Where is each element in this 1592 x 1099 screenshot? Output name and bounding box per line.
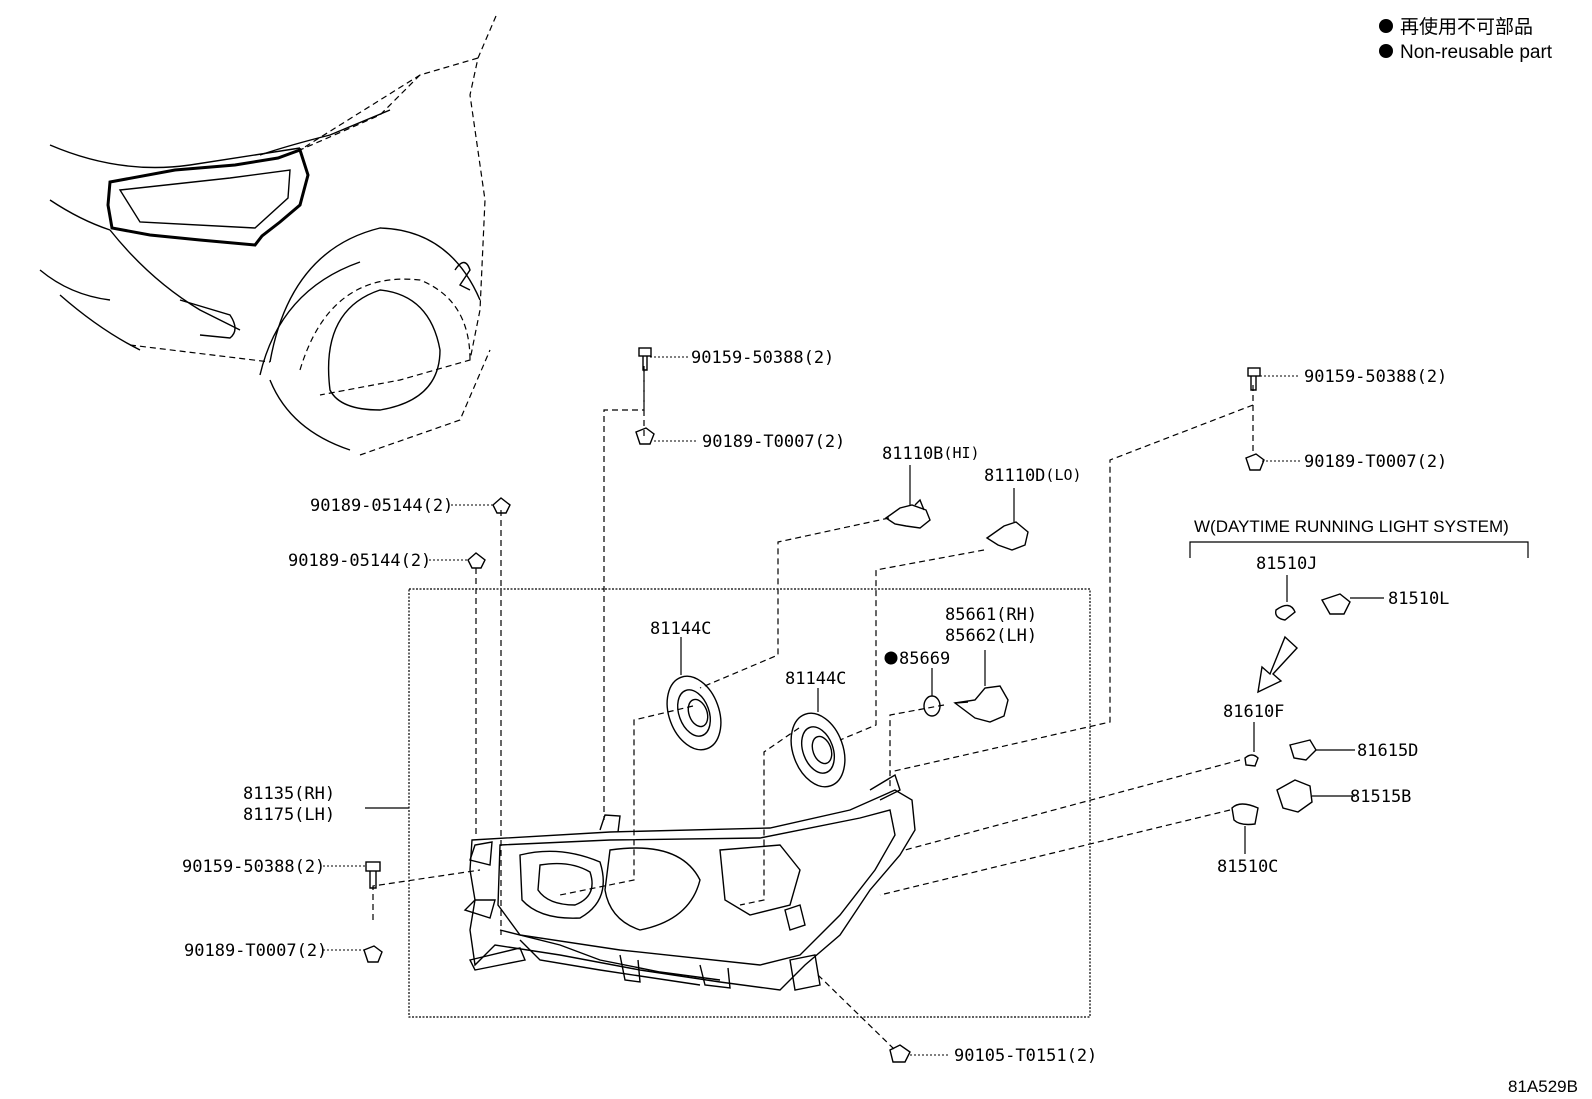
- bolt-icon: [638, 347, 652, 371]
- nut-icon: [1245, 453, 1265, 471]
- drl-group-bracket: [1189, 541, 1529, 558]
- part-label-90189-05144-a: 90189-05144(2): [310, 496, 453, 516]
- diagram-code: 81A529B: [1508, 1077, 1578, 1096]
- non-reusable-dot-icon: [1379, 44, 1393, 58]
- legend-line-en: Non-reusable part: [1400, 42, 1553, 63]
- part-label-85662: 85662(LH): [945, 626, 1037, 646]
- headlamp-assembly-box: [408, 588, 1091, 1018]
- non-reusable-dot-icon: [1379, 19, 1393, 33]
- lo-bulb-icon: [985, 521, 1029, 551]
- part-label-81144c-b: 81144C: [785, 669, 846, 689]
- part-label-81510c: 81510C: [1217, 857, 1278, 877]
- part-label-81144c-a: 81144C: [650, 619, 711, 639]
- part-label-81110b: 81110B(HI): [882, 444, 980, 464]
- part-label-81615d: 81615D: [1357, 741, 1418, 761]
- headlamp-location-highlight: [106, 148, 310, 247]
- non-reusable-dot-icon: [884, 651, 898, 665]
- drl-group-title: W(DAYTIME RUNNING LIGHT SYSTEM): [1194, 517, 1509, 536]
- part-label-90159-top: 90159-50388(2): [691, 348, 834, 368]
- nut-icon: [363, 945, 383, 963]
- gasket-icon: [666, 675, 722, 751]
- part-label-81175: 81175(LH): [243, 805, 335, 825]
- part-label-90189-05144-b: 90189-05144(2): [288, 551, 431, 571]
- bolt-icon: [365, 861, 381, 889]
- part-label-81515b: 81515B: [1350, 787, 1411, 807]
- clip-icon: [467, 552, 486, 569]
- headlamp-assembly: [463, 773, 916, 991]
- part-label-81510j: 81510J: [1256, 554, 1317, 574]
- wedge-bulb-icon: [1231, 803, 1259, 826]
- gasket-icon: [790, 712, 846, 788]
- small-bulb-icon: [1244, 754, 1259, 767]
- leader-lines: [323, 356, 1384, 1056]
- drl-socket-icon: [1320, 593, 1351, 615]
- nut-icon: [635, 427, 655, 445]
- small-socket-icon: [1289, 739, 1317, 761]
- bolt-icon: [1247, 367, 1261, 391]
- part-label-85669: 85669: [899, 649, 950, 669]
- arrow-icon: [1257, 635, 1298, 694]
- assembly-lines: [372, 366, 1254, 1051]
- part-label-85661: 85661(RH): [945, 605, 1037, 625]
- part-label-81610f: 81610F: [1223, 702, 1284, 722]
- part-label-90105: 90105-T0151(2): [954, 1046, 1097, 1066]
- part-label-81110d: 81110D(LO): [984, 466, 1082, 486]
- hi-bulb-icon: [884, 498, 931, 529]
- clip-icon: [492, 497, 511, 514]
- part-label-81135: 81135(RH): [243, 784, 335, 804]
- legend-line-jp: 再使用不可部品: [1400, 16, 1533, 38]
- socket-icon: [953, 685, 1009, 723]
- part-labels: 90159-50388(2) 90189-T0007(2) 90159-5038…: [182, 348, 1578, 1096]
- o-ring-icon: [923, 695, 941, 717]
- part-label-90189-left: 90189-T0007(2): [184, 941, 327, 961]
- legend: 再使用不可部品 Non-reusable part: [1379, 16, 1553, 63]
- part-label-90189-top: 90189-T0007(2): [702, 432, 845, 452]
- part-label-90159-left: 90159-50388(2): [182, 857, 325, 877]
- vehicle-location-sketch: [39, 15, 497, 456]
- drl-bulb-icon: [1275, 604, 1296, 621]
- part-label-81510l: 81510L: [1388, 589, 1449, 609]
- drl-unit-icon: [1276, 779, 1313, 813]
- part-label-90159-right: 90159-50388(2): [1304, 367, 1447, 387]
- screw-icon: [889, 1044, 911, 1063]
- part-label-90189-right: 90189-T0007(2): [1304, 452, 1447, 472]
